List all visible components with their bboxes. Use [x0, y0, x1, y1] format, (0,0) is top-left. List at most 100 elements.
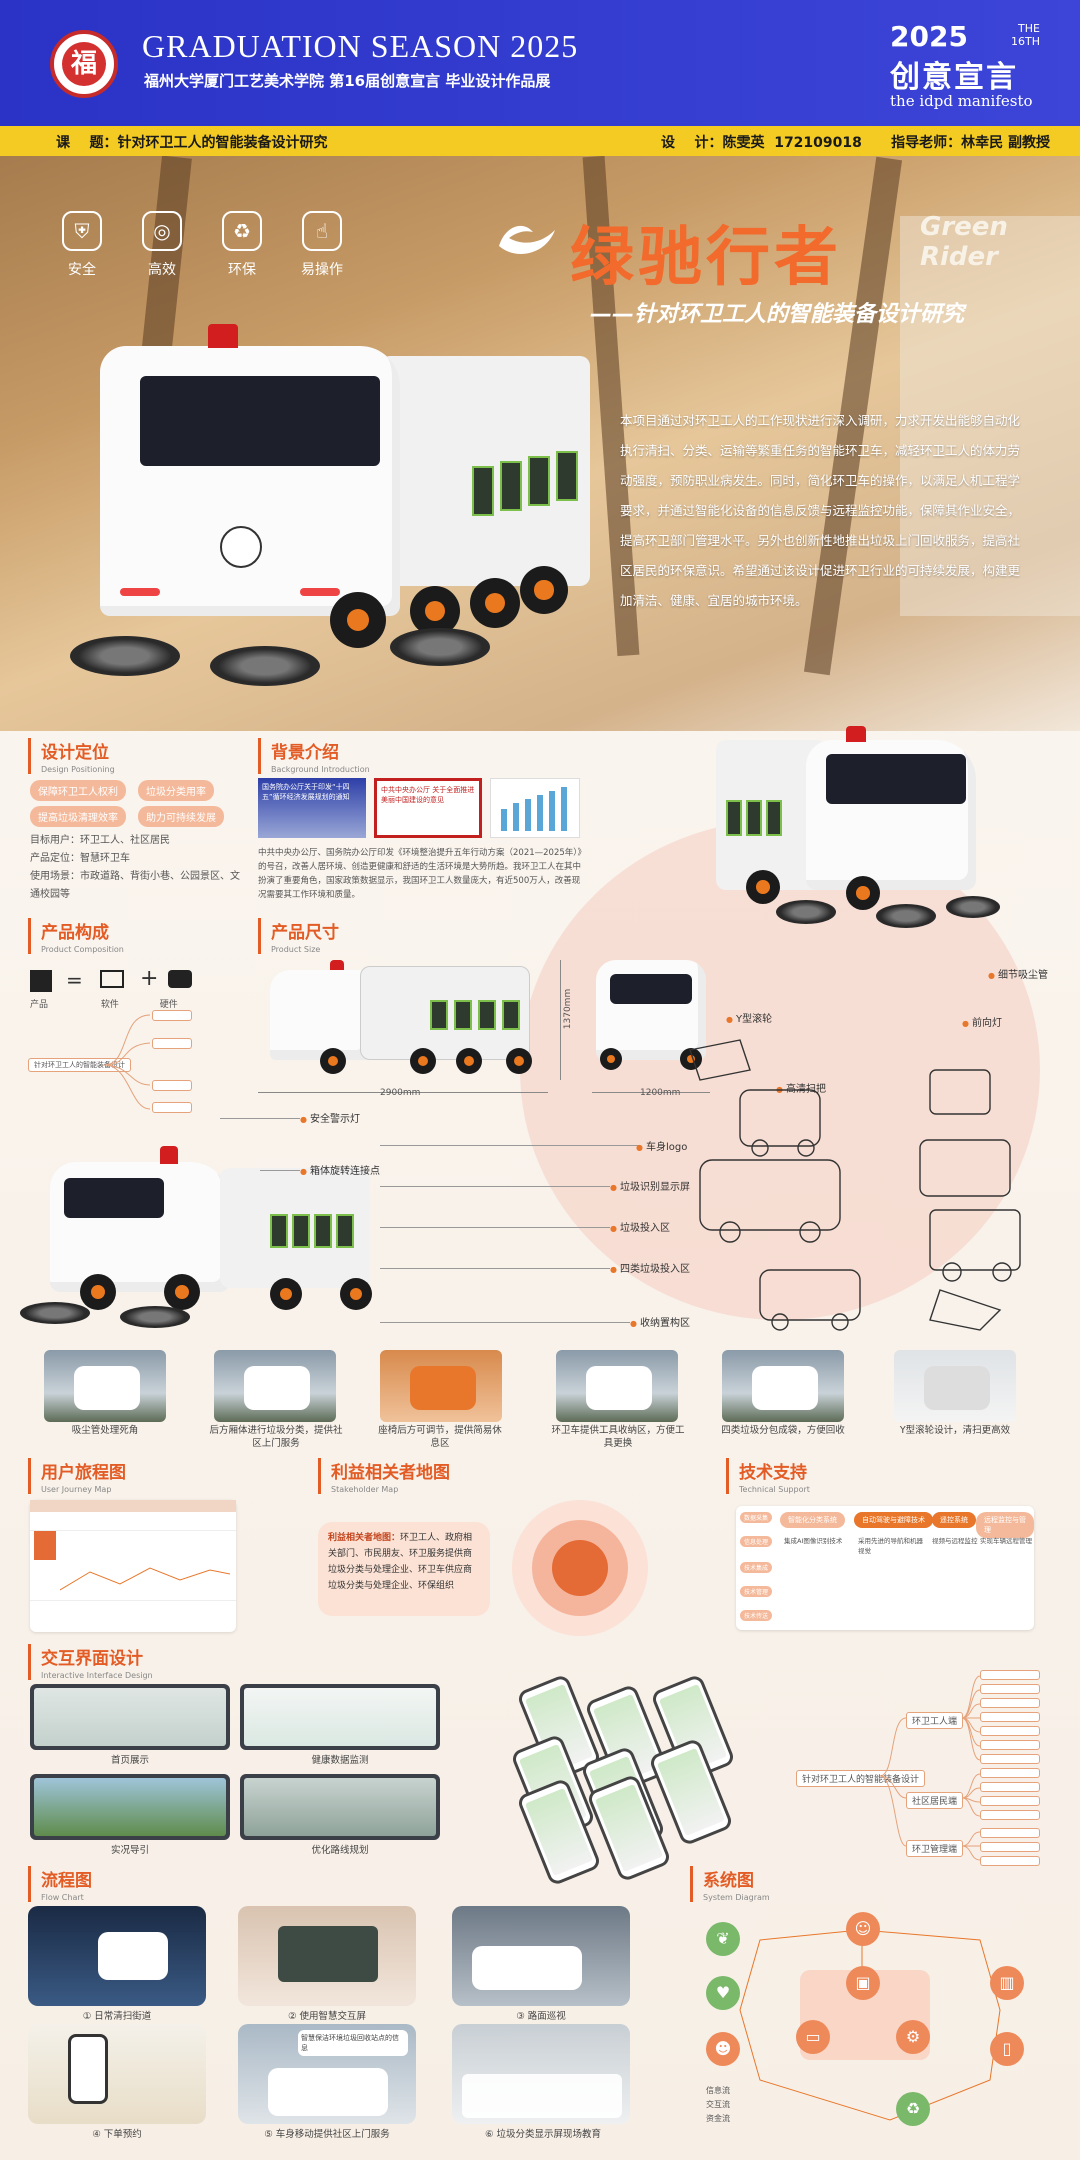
ui-screen-health: [240, 1684, 440, 1750]
brand-cn: 创意宣言: [890, 60, 1018, 95]
stakeholder-ring-inner: [552, 1540, 608, 1596]
hero-icon-row: ⛨安全 ◎高效 ♻环保 ☝易操作: [52, 211, 372, 301]
ui-mindmap-leaf: [980, 1698, 1040, 1708]
building: [900, 216, 1080, 616]
stat-bar: [501, 809, 507, 831]
header-title: GRADUATION SEASON 2025: [142, 28, 579, 64]
waste-slot: [430, 1000, 448, 1030]
ui-screen-caption: 优化路线规划: [311, 1845, 369, 1856]
truck-windshield: [610, 974, 692, 1004]
composition-label-software: 软件: [100, 1000, 119, 1010]
policy-doc-title: 中共中央办公厅 关于全面推进美丽中国建设的意见: [381, 786, 475, 804]
university-logo: 福: [50, 30, 118, 98]
flow-step-image: 智慧保洁环境垃圾回收站点的信息: [238, 2024, 416, 2124]
ui-mindmap-leaf: [980, 1842, 1040, 1852]
policy-doc-image: 中共中央办公厅 关于全面推进美丽中国建设的意见: [374, 778, 482, 838]
feature-safety: ⛨安全: [52, 211, 112, 279]
safety-beacon: [330, 960, 344, 970]
monitor-icon: [100, 970, 124, 988]
phone-in-hand-icon: [68, 2034, 108, 2104]
ui-mindmap-leaf: [980, 1856, 1040, 1866]
callout-front-light: 前向灯: [962, 1014, 1002, 1029]
hero-section: ⛨安全 ◎高效 ♻环保 ☝易操作 绿驰行者 Green Rider ——针对环卫…: [0, 156, 1080, 731]
system-legend: 信息流 交互流 资金流: [706, 2084, 730, 2126]
feature-thumb: [44, 1350, 166, 1422]
callout-recognition-screen: 垃圾识别显示屏: [610, 1178, 690, 1193]
wheel: [410, 1048, 436, 1074]
ui-screen-live: [30, 1774, 230, 1840]
wheel: [164, 1274, 200, 1310]
wheel: [600, 1048, 622, 1070]
policy-doc-title: 国务院办公厅关于印发“十四五”循环经济发展规划的通知: [262, 783, 350, 801]
stats-bar-image: [490, 778, 580, 838]
safety-beacon: [846, 726, 866, 742]
flow-step-caption: ① 日常清扫街道: [82, 2011, 152, 2022]
section-title-text: 利益相关者地图: [331, 1463, 450, 1483]
ui-mindmap-leaf: [980, 1670, 1040, 1680]
system-node-truck-icon: ▣: [846, 1966, 880, 2000]
section-title-en: Technical Support: [739, 1485, 810, 1494]
ui-mindmap-leaf: [980, 1712, 1040, 1722]
section-title-text: 流程图: [41, 1871, 92, 1891]
waste-slot: [336, 1214, 354, 1248]
system-node-heart-icon: ♥: [706, 1976, 740, 2010]
waste-slot: [454, 1000, 472, 1030]
ui-screen-home: [30, 1684, 230, 1750]
flow-step-caption: ⑥ 垃圾分类显示屏现场教育: [484, 2129, 602, 2140]
feature-eco: ♻环保: [212, 211, 272, 279]
waste-slot: [528, 456, 550, 506]
header-subtitle: 福州大学厦门工艺美术学院 第16届创意宣言 毕业设计作品展: [144, 72, 551, 90]
ui-mindmap-leaf: [980, 1684, 1040, 1694]
tech-support-table: 智能化分类系统 自动驾驶与避障技术 遥控系统 远程监控与管理 数据采集 信息处理…: [736, 1506, 1034, 1630]
system-node-user-icon: ☺: [846, 1912, 880, 1946]
feature-thumb: [722, 1350, 844, 1422]
feature-thumb: [894, 1350, 1016, 1422]
truck-cab: [270, 970, 370, 1060]
journey-row-line: [30, 1600, 236, 1601]
feature-label: 高效: [148, 262, 176, 278]
section-title-en: System Diagram: [703, 1893, 770, 1902]
manifesto-brand: 2025 THE 16TH 创意宣言 the idpd manifesto: [890, 20, 1040, 110]
tech-col-header: 远程监控与管理: [976, 1512, 1034, 1538]
box-icon: [30, 970, 52, 992]
tech-cell: 视频与远程监控: [932, 1537, 978, 1545]
positioning-tag: 垃圾分类用率: [138, 780, 214, 801]
callout-line: [380, 1322, 630, 1323]
width-dimension: 1200mm: [640, 1088, 681, 1098]
sweeper-brush: [390, 628, 490, 666]
journey-emotion-curve: [60, 1567, 230, 1591]
ui-screen-caption: 实况导引: [110, 1845, 149, 1856]
flow-step-caption: ⑤ 车身移动提供社区上门服务: [264, 2129, 390, 2140]
flow-truck: [98, 1932, 168, 1980]
feature-thumb: [380, 1350, 502, 1422]
flow-step-image: [28, 1906, 206, 2006]
callout-storage: 收纳置构区: [630, 1314, 690, 1329]
brand-ordinal: THE 16TH: [1011, 22, 1040, 48]
waste-slot: [478, 1000, 496, 1030]
feature-label: 安全: [68, 262, 96, 278]
composition-node: [152, 1010, 192, 1021]
ui-mindmap-lines: [880, 1675, 981, 1861]
wheel: [340, 1278, 372, 1310]
ui-screen-caption: 首页展示: [110, 1755, 149, 1766]
waste-slot: [500, 461, 522, 511]
callout-y-roller: Y型滚轮: [726, 1010, 772, 1025]
thumb-truck: [752, 1366, 818, 1410]
feature-caption: 四类垃圾分包成袋，方便回收: [721, 1425, 845, 1436]
tech-cell: 采用先进的导航和机器视觉: [858, 1537, 923, 1555]
journey-highlight-cell: [34, 1530, 56, 1560]
brand-en: the idpd manifesto: [890, 92, 1033, 110]
ui-mindmap-leaf: [980, 1796, 1040, 1806]
section-title-text: 技术支持: [739, 1463, 807, 1483]
feature-thumb: [556, 1350, 678, 1422]
stat-bar: [561, 787, 567, 831]
journey-row-line: [30, 1530, 236, 1531]
header-banner: 福 GRADUATION SEASON 2025 福州大学厦门工艺美术学院 第1…: [0, 0, 1080, 126]
feature-caption: 后方厢体进行垃圾分类，提供社区上门服务: [209, 1425, 343, 1449]
waste-slot: [766, 800, 782, 836]
thumb-truck: [586, 1366, 652, 1410]
section-title-en: User Journey Map: [41, 1485, 112, 1494]
composition-label-hardware: 硬件: [159, 1000, 178, 1010]
